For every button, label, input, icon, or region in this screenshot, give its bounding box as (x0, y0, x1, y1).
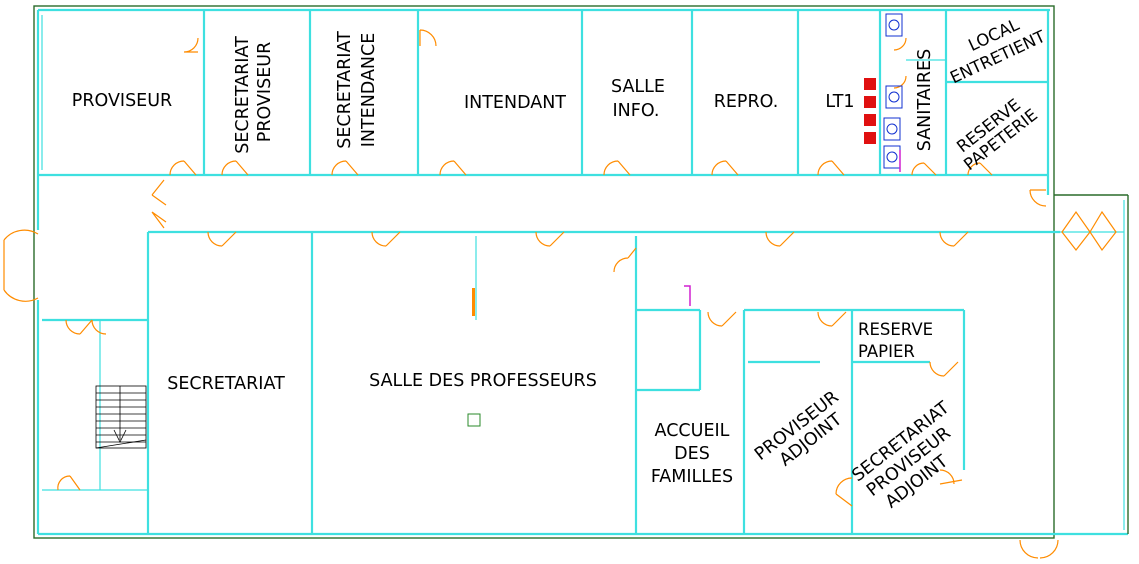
label-salle-des-professeurs: SALLE DES PROFESSEURS (369, 371, 597, 391)
corridor-walls (42, 230, 1124, 534)
label-accueil-des-familles-1: ACCUEIL (655, 421, 730, 441)
label-proviseur: PROVISEUR (72, 91, 172, 111)
label-repro: REPRO. (714, 92, 779, 112)
building-outline (33, 5, 1129, 539)
top-walls (38, 10, 1048, 177)
label-secretariat-intendance-2: INTENDANCE (359, 33, 379, 148)
label-salle-info-2: INFO. (613, 101, 660, 121)
label-lt1: LT1 (825, 92, 854, 112)
label-reserve-papier-1: RESERVE (858, 320, 933, 339)
label-salle-info-1: SALLE (611, 77, 665, 97)
label-secretariat-intendance-1: SECRETARIAT (335, 31, 355, 149)
label-secretariat-proviseur-1: SECRETARIAT (233, 36, 253, 154)
label-secretariat: SECRETARIAT (167, 374, 285, 394)
label-secretariat-proviseur-2: PROVISEUR (255, 42, 275, 142)
doors (3, 29, 1117, 559)
label-accueil-des-familles-2: DES (674, 444, 710, 464)
label-intendant: INTENDANT (464, 93, 566, 113)
label-sanitaires: SANITAIRES (915, 49, 935, 151)
label-reserve-papier-2: PAPIER (858, 342, 915, 361)
staircase (95, 385, 147, 449)
sanitary-fixtures (467, 13, 903, 427)
label-accueil-des-familles-3: FAMILLES (651, 467, 733, 487)
